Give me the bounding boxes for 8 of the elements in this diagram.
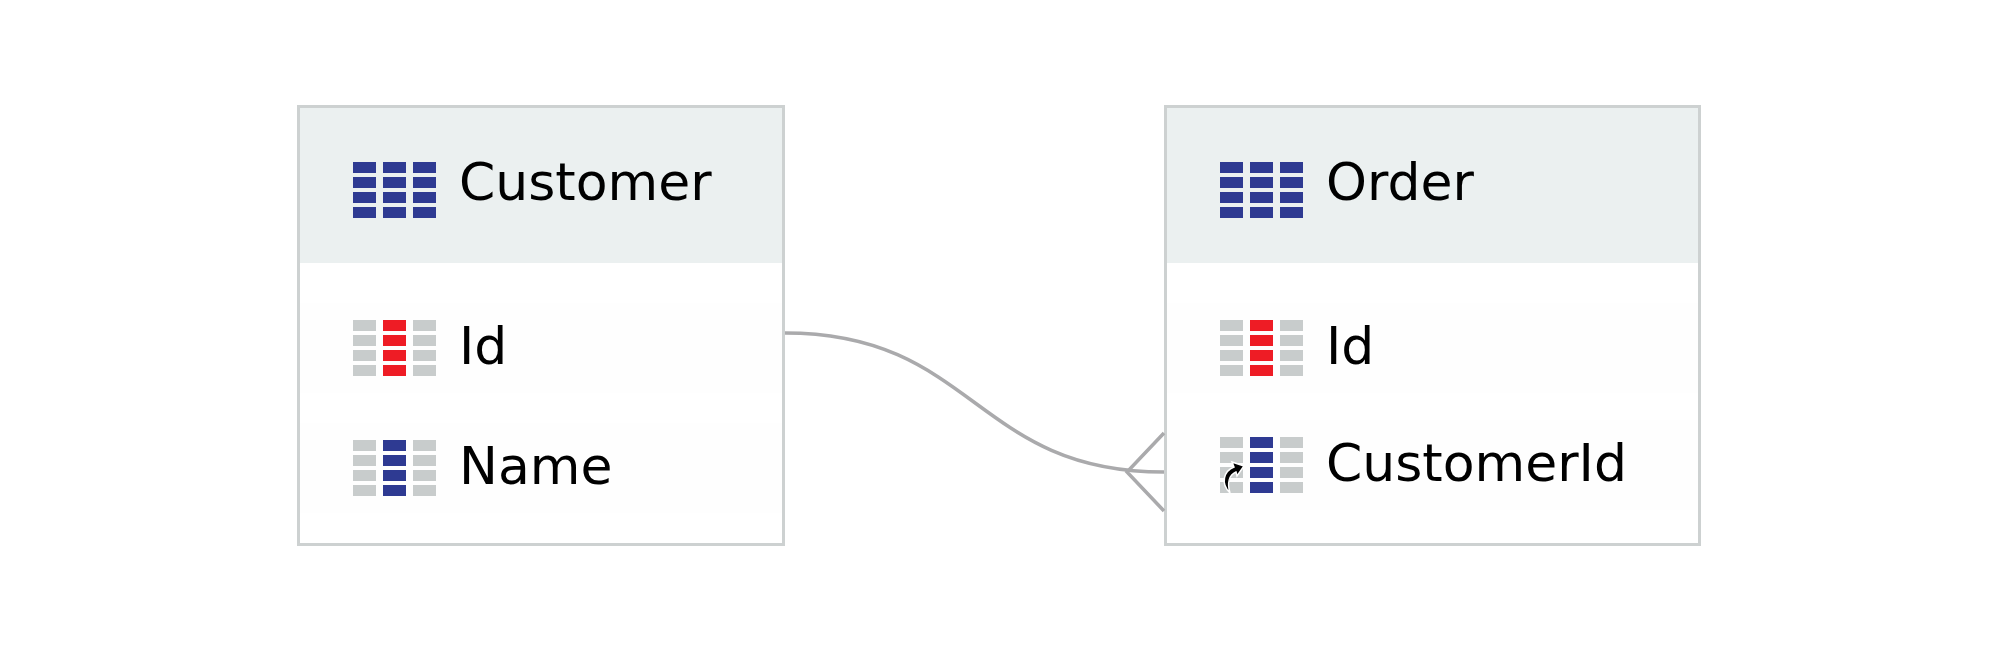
column-name: Id xyxy=(1326,320,1375,372)
table-box xyxy=(1164,105,1701,546)
column-name: Id xyxy=(459,320,508,372)
column-name: CustomerId xyxy=(1326,437,1627,489)
table-name: Customer xyxy=(459,156,712,208)
column-name: Name xyxy=(459,440,613,492)
table-box xyxy=(297,105,785,546)
table-name: Order xyxy=(1326,156,1474,208)
